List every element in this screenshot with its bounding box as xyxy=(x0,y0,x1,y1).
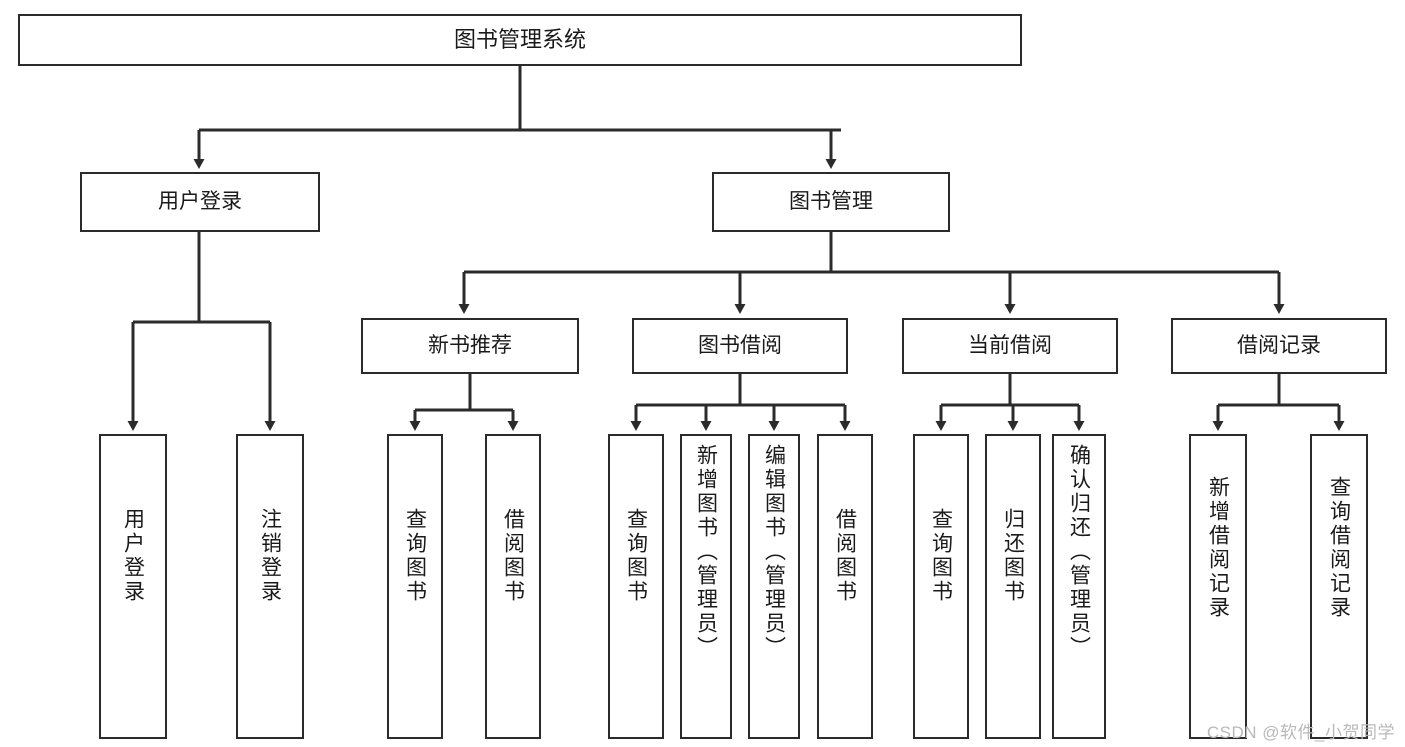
node-leaf-return-book[interactable]: 归还图书 xyxy=(985,434,1041,739)
watermark: CSDN @软件_小贺同学 xyxy=(1206,723,1395,742)
node-leaf-borrow-book-1[interactable]: 借阅图书 xyxy=(485,434,541,739)
node-leaf-add-record[interactable]: 新增借阅记录 xyxy=(1189,434,1247,739)
node-current-borrow[interactable]: 当前借阅 xyxy=(902,318,1118,374)
node-leaf-return-book-label: 归还图书 xyxy=(1001,508,1025,604)
node-leaf-logout[interactable]: 注销登录 xyxy=(236,434,304,739)
node-leaf-query-book-3-label: 查询图书 xyxy=(929,508,953,604)
node-leaf-add-book-label: 新增图书（管理员） xyxy=(694,444,718,660)
node-new-book-recommend-label: 新书推荐 xyxy=(428,333,512,357)
node-leaf-borrow-book-1-label: 借阅图书 xyxy=(501,508,525,604)
node-leaf-user-login-label: 用户登录 xyxy=(121,508,145,604)
node-leaf-add-book[interactable]: 新增图书（管理员） xyxy=(680,434,732,739)
node-borrow-record-label: 借阅记录 xyxy=(1237,333,1321,357)
node-book-borrow[interactable]: 图书借阅 xyxy=(632,318,848,374)
node-current-borrow-label: 当前借阅 xyxy=(968,333,1052,357)
node-leaf-query-record-label: 查询借阅记录 xyxy=(1327,476,1351,620)
node-leaf-query-book-1-label: 查询图书 xyxy=(403,508,427,604)
node-root[interactable]: 图书管理系统 xyxy=(18,14,1022,66)
node-leaf-query-book-2[interactable]: 查询图书 xyxy=(608,434,664,739)
node-book-borrow-label: 图书借阅 xyxy=(698,333,782,357)
node-leaf-logout-label: 注销登录 xyxy=(258,508,282,604)
node-leaf-query-book-1[interactable]: 查询图书 xyxy=(387,434,443,739)
node-new-book-recommend[interactable]: 新书推荐 xyxy=(361,318,579,374)
node-leaf-confirm-return[interactable]: 确认归还（管理员） xyxy=(1052,434,1106,739)
node-leaf-query-book-3[interactable]: 查询图书 xyxy=(913,434,969,739)
node-leaf-edit-book-label: 编辑图书（管理员） xyxy=(762,444,786,660)
node-leaf-add-record-label: 新增借阅记录 xyxy=(1206,476,1230,620)
node-book-manage[interactable]: 图书管理 xyxy=(712,172,950,232)
node-user-login-label: 用户登录 xyxy=(158,189,242,213)
node-leaf-user-login[interactable]: 用户登录 xyxy=(99,434,167,739)
node-leaf-edit-book[interactable]: 编辑图书（管理员） xyxy=(748,434,800,739)
node-leaf-borrow-book-2[interactable]: 借阅图书 xyxy=(817,434,873,739)
node-leaf-confirm-return-label: 确认归还（管理员） xyxy=(1067,444,1091,660)
node-leaf-query-record[interactable]: 查询借阅记录 xyxy=(1310,434,1368,739)
node-user-login[interactable]: 用户登录 xyxy=(80,172,320,232)
node-leaf-query-book-2-label: 查询图书 xyxy=(624,508,648,604)
node-borrow-record[interactable]: 借阅记录 xyxy=(1171,318,1387,374)
node-leaf-borrow-book-2-label: 借阅图书 xyxy=(833,508,857,604)
node-root-label: 图书管理系统 xyxy=(453,27,586,53)
node-book-manage-label: 图书管理 xyxy=(789,189,873,213)
